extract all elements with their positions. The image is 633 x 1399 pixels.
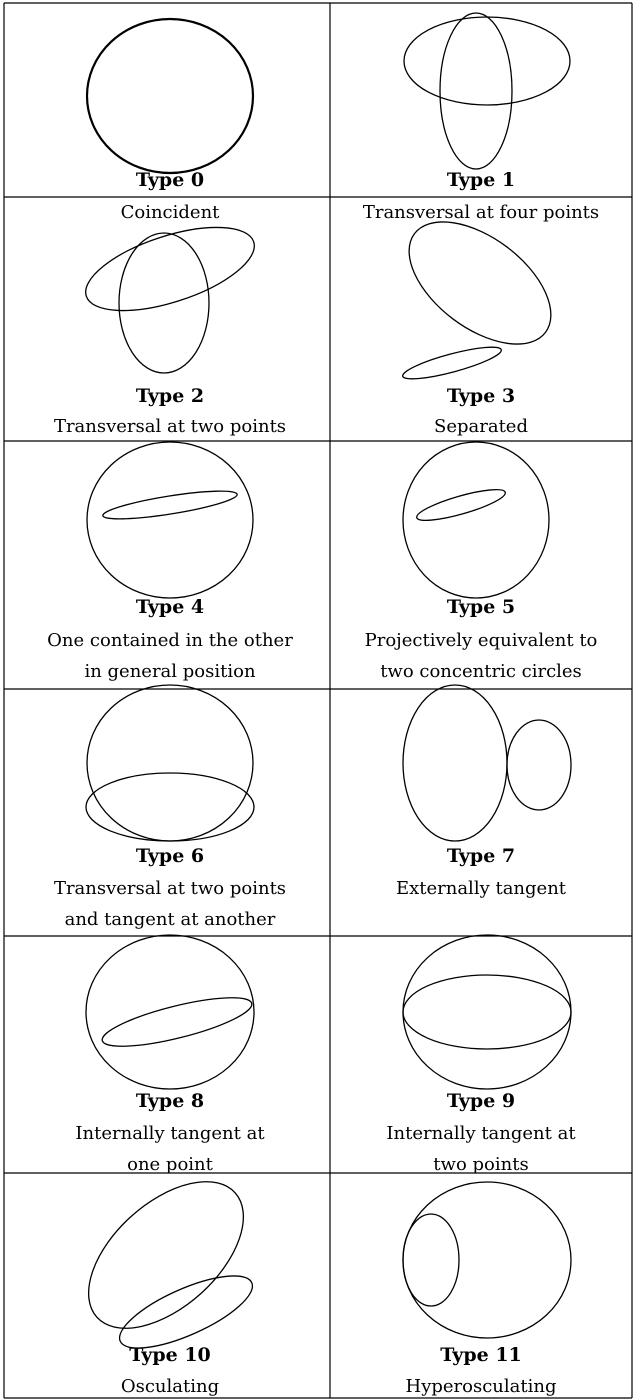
cell-type-5: Type 5 Projectively equivalent to two co… (365, 441, 598, 682)
type-8-desc-1: Internally tangent at (75, 1123, 265, 1144)
conic-a (118, 232, 210, 374)
cell-type-0: Type 0 Coincident (85, 17, 255, 223)
conic-b (85, 226, 255, 312)
conic-outer (85, 934, 255, 1090)
cell-type-6: Type 6 Transversal at two points and tan… (54, 684, 286, 930)
type-1-title: Type 1 (447, 169, 515, 191)
type-11-desc: Hyperosculating (406, 1376, 557, 1397)
type-6-desc-2: and tangent at another (65, 909, 276, 930)
type-9-desc-1: Internally tangent at (386, 1123, 576, 1144)
conic-coincident (85, 17, 255, 175)
type-4-desc-2: in general position (84, 661, 255, 682)
conic-inner (402, 1213, 460, 1307)
type-10-desc: Osculating (121, 1376, 219, 1397)
conic-circle (86, 684, 254, 842)
conic-large (402, 684, 508, 842)
type-5-title: Type 5 (447, 596, 515, 618)
type-8-desc-2: one point (127, 1154, 214, 1175)
type-4-desc-1: One contained in the other (47, 630, 293, 651)
cell-type-7: Type 7 Externally tangent (396, 684, 572, 899)
type-3-title: Type 3 (447, 385, 515, 407)
type-0-title: Type 0 (136, 169, 204, 191)
conic-flat (85, 772, 255, 842)
type-1-desc: Transversal at four points (363, 202, 599, 223)
cell-type-10: Type 10 Osculating (87, 1181, 254, 1397)
type-3-desc: Separated (434, 416, 528, 437)
cell-type-4: Type 4 One contained in the other in gen… (47, 441, 293, 682)
conic-outer (86, 441, 254, 599)
type-6-title: Type 6 (136, 845, 204, 867)
conic-b (402, 346, 502, 380)
conic-small (506, 719, 572, 811)
conic-inner (416, 489, 506, 521)
cell-type-9: Type 9 Internally tangent at two points (386, 934, 576, 1175)
conic-a (408, 221, 552, 345)
conic-small (118, 1275, 254, 1349)
cell-type-11: Type 11 Hyperosculating (402, 1181, 572, 1397)
cell-type-2: Type 2 Transversal at two points (54, 226, 286, 437)
conic-a (439, 12, 513, 170)
conic-large (87, 1181, 245, 1329)
type-10-title: Type 10 (129, 1344, 211, 1366)
type-5-desc-2: two concentric circles (380, 661, 582, 682)
type-2-title: Type 2 (136, 385, 204, 407)
type-11-title: Type 11 (440, 1344, 522, 1366)
conic-inner (402, 974, 572, 1050)
type-2-desc: Transversal at two points (54, 416, 286, 437)
type-7-desc: Externally tangent (396, 878, 567, 899)
table-frame (3, 2, 633, 1399)
type-0-desc: Coincident (121, 202, 221, 223)
conic-outer (402, 441, 550, 599)
type-9-desc-2: two points (433, 1154, 528, 1175)
conic-b (403, 16, 571, 106)
type-4-title: Type 4 (136, 596, 204, 618)
conic-inner (101, 997, 253, 1047)
cell-type-8: Type 8 Internally tangent at one point (75, 934, 265, 1175)
type-6-desc-1: Transversal at two points (54, 878, 286, 899)
conic-outer (402, 1181, 572, 1339)
type-5-desc-1: Projectively equivalent to (365, 630, 598, 651)
type-9-title: Type 9 (447, 1090, 515, 1112)
conic-outer (402, 934, 572, 1090)
cell-type-3: Type 3 Separated (402, 221, 552, 437)
conic-inner (102, 490, 238, 520)
type-8-title: Type 8 (136, 1090, 204, 1112)
type-7-title: Type 7 (447, 845, 515, 867)
cell-type-1: Type 1 Transversal at four points (363, 12, 599, 223)
